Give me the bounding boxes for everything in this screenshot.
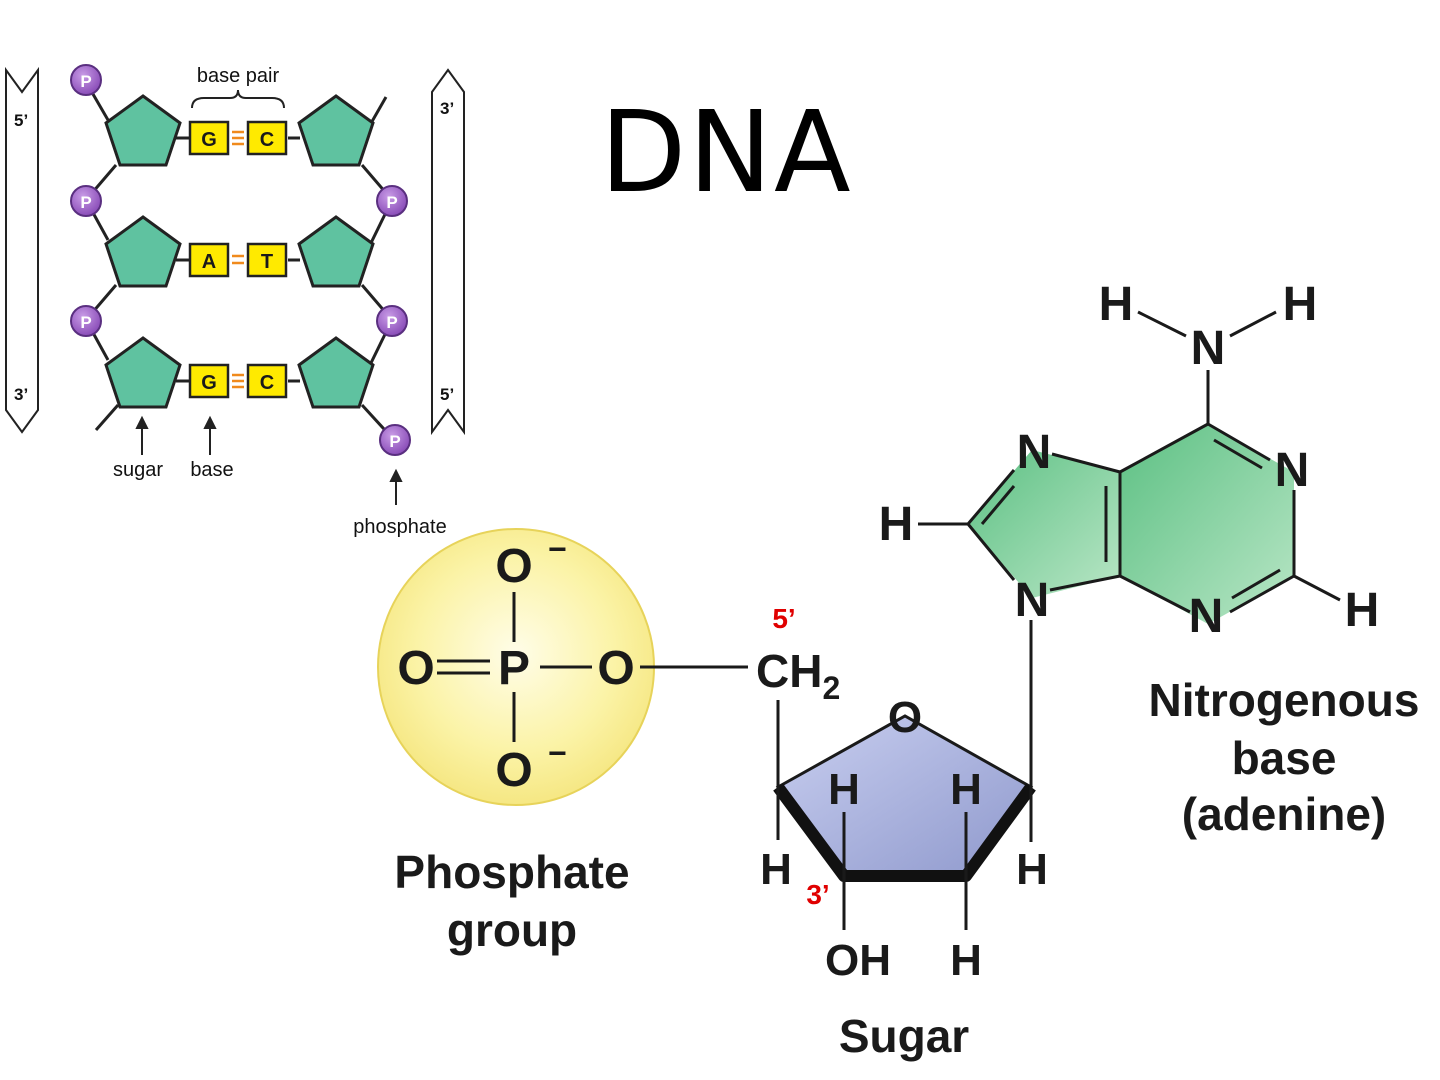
- six-membered-ring: [1120, 424, 1294, 624]
- sugar-pentagon: [104, 94, 182, 167]
- sugar-h-right-up: H: [950, 765, 982, 814]
- ch2-subscript: 2: [822, 670, 840, 706]
- phosphate-symbol: P: [389, 432, 400, 451]
- phosphate-symbol: P: [386, 313, 397, 332]
- sugar-pentagon: [297, 94, 375, 167]
- sugar-pentagon: [104, 215, 182, 288]
- base-letter: A: [202, 251, 216, 273]
- five-membered-ring: [968, 450, 1120, 598]
- three-prime-label: 3’: [806, 879, 829, 910]
- ch2-label: CH2: [756, 645, 840, 706]
- nitrogenous-base: N H H N N N N H H Nitrogenous base (aden…: [879, 278, 1420, 840]
- sugar-h-left-up: H: [828, 765, 860, 814]
- sugar-label-large: Sugar: [839, 1010, 969, 1062]
- phosphate-circle: P: [70, 305, 102, 337]
- right-strand-top-label: 3’: [440, 99, 454, 118]
- phosphate-symbol: P: [80, 313, 91, 332]
- base-label-line3: (adenine): [1182, 788, 1386, 840]
- phosphate-o-left: O: [397, 642, 434, 695]
- base-letter: G: [201, 129, 217, 151]
- base-letter: T: [261, 251, 273, 273]
- sugar-pentagon: [297, 336, 375, 409]
- ring-n3: N: [1189, 590, 1224, 643]
- base-connectors: [176, 136, 300, 383]
- base-letter: G: [201, 372, 217, 394]
- right-strand-arrow: [431, 68, 465, 436]
- page-title: DNA: [600, 88, 853, 218]
- phosphate-circle: P: [379, 424, 411, 456]
- phosphate-symbol: P: [80, 72, 91, 91]
- base-box: [188, 363, 230, 399]
- base-box: [188, 242, 230, 278]
- strand-diagram: 5’ 3’ 3’ 5’: [5, 64, 465, 538]
- base-letter: C: [260, 372, 274, 394]
- ch2-text: CH: [756, 645, 822, 697]
- sugar-h-right: H: [1016, 845, 1048, 894]
- phosphate-circle: P: [376, 305, 408, 337]
- sugar-pentagons: [104, 94, 375, 409]
- base-label: base: [190, 459, 233, 481]
- hydrogen-bonds: [232, 130, 244, 389]
- phosphate-p: P: [498, 642, 530, 695]
- phosphate-circle: P: [70, 185, 102, 217]
- sugar-pentagon: [104, 336, 182, 409]
- charge-sign: −: [548, 531, 567, 567]
- phosphate-circle: P: [70, 64, 102, 96]
- base-letter: C: [260, 129, 274, 151]
- sugar-pentagon: [297, 215, 375, 288]
- phosphate-o-top: O: [495, 540, 532, 593]
- phosphate-group: O − O P O O − Phosphate group: [377, 528, 748, 956]
- right-strand-bottom-label: 5’: [440, 385, 454, 404]
- amino-h-left: H: [1099, 278, 1134, 331]
- base-box: [188, 120, 230, 156]
- sugar-ring-front-edge: [773, 783, 1036, 882]
- left-strand-top-label: 5’: [14, 111, 28, 130]
- five-prime-label: 5’: [772, 603, 795, 634]
- amino-h-right: H: [1283, 278, 1318, 331]
- phosphate-o-bottom: O: [495, 744, 532, 797]
- base-label-line1: Nitrogenous: [1149, 674, 1420, 726]
- phosphate-group-label-line2: group: [447, 904, 577, 956]
- sugar-h-bottom: H: [950, 936, 982, 985]
- base-box: [246, 242, 288, 278]
- phosphate-symbol: P: [80, 193, 91, 212]
- base-pair-brace: [191, 89, 285, 109]
- base-box: [246, 120, 288, 156]
- ring-n1: N: [1275, 444, 1310, 497]
- ring-n7: N: [1017, 426, 1052, 479]
- ring-h8: H: [879, 498, 914, 551]
- base-boxes: [188, 120, 288, 399]
- phosphate-group-label-line1: Phosphate: [394, 846, 629, 898]
- sugar-h-left: H: [760, 845, 792, 894]
- phosphate-o-right: O: [597, 642, 634, 695]
- charge-sign: −: [548, 735, 567, 771]
- left-strand-arrow: [5, 66, 39, 434]
- sugar-group: CH2 5’ O H H H H 3’ OH H Sugar: [756, 603, 1048, 1062]
- phosphate-label: phosphate: [353, 516, 446, 538]
- base-label-line2: base: [1232, 732, 1337, 784]
- sugar-oh: OH: [825, 936, 891, 985]
- ring-h2: H: [1345, 584, 1380, 637]
- left-strand-bottom-label: 3’: [14, 385, 28, 404]
- phosphate-circles: P P P P P P: [70, 64, 411, 456]
- base-pair-label: base pair: [197, 65, 280, 87]
- phosphate-circle: P: [376, 185, 408, 217]
- amino-n: N: [1191, 322, 1226, 375]
- base-box: [246, 363, 288, 399]
- phosphate-symbol: P: [386, 193, 397, 212]
- ring-n9: N: [1015, 574, 1050, 627]
- sugar-label: sugar: [113, 459, 163, 481]
- sugar-ring-o: O: [888, 693, 922, 742]
